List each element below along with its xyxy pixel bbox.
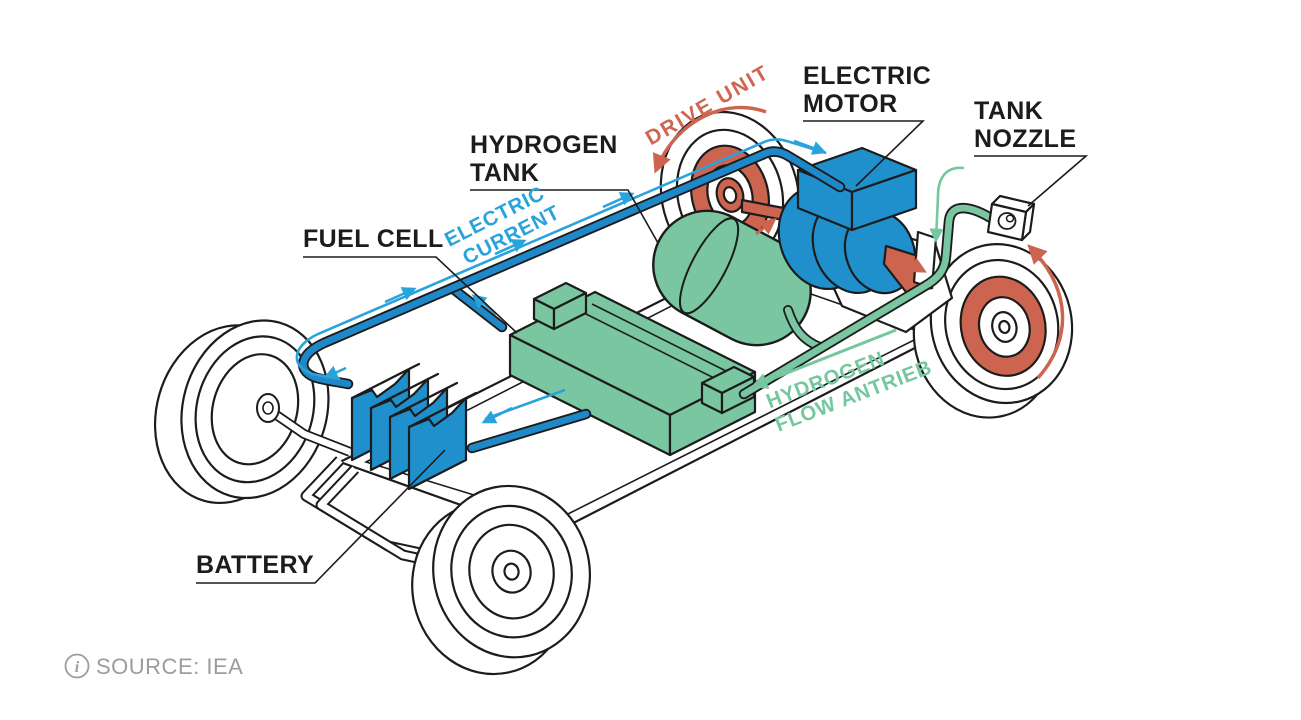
electric-current-pipe <box>298 146 846 454</box>
fuel-cell-label: FUEL CELL <box>303 225 444 253</box>
tank-nozzle-label: NOZZLE <box>974 125 1076 153</box>
fuel-cell-end-block <box>532 281 588 331</box>
electric-motor-label: MOTOR <box>803 90 898 118</box>
fuel-cell-end-block <box>700 365 756 415</box>
fuel-cell <box>508 281 757 457</box>
labels: HYDROGEN TANK FUEL CELL ELECTRIC MOTOR T… <box>196 62 1076 579</box>
info-icon <box>64 653 90 679</box>
hydrogen-flow-arrows <box>750 166 965 389</box>
source-footer: i SOURCE: IEA <box>64 653 243 679</box>
battery <box>350 362 478 491</box>
battery-label: BATTERY <box>196 551 314 579</box>
label-leaders <box>196 120 1089 584</box>
electric-current-arrows <box>295 138 827 424</box>
front-center-wheel <box>411 484 592 676</box>
hydrogen-tank-label: HYDROGEN <box>470 131 618 159</box>
front-right-wheel <box>912 243 1074 419</box>
rear-left-wheel <box>153 319 330 505</box>
hydrogen-tank <box>652 209 812 347</box>
tank-nozzle-label: TANK <box>974 97 1043 125</box>
tank-nozzle <box>986 194 1036 242</box>
source-text: SOURCE: IEA <box>96 654 243 679</box>
drive-rotation-arrows <box>652 105 1065 380</box>
hydrogen-tank-label: TANK <box>470 159 539 187</box>
electric-motor-label: ELECTRIC <box>803 62 931 90</box>
electric-current-annotation: ELECTRIC CURRENT <box>441 182 564 270</box>
info-icon-glyph: i <box>75 659 80 676</box>
hydrogen-pipe <box>738 202 1000 400</box>
